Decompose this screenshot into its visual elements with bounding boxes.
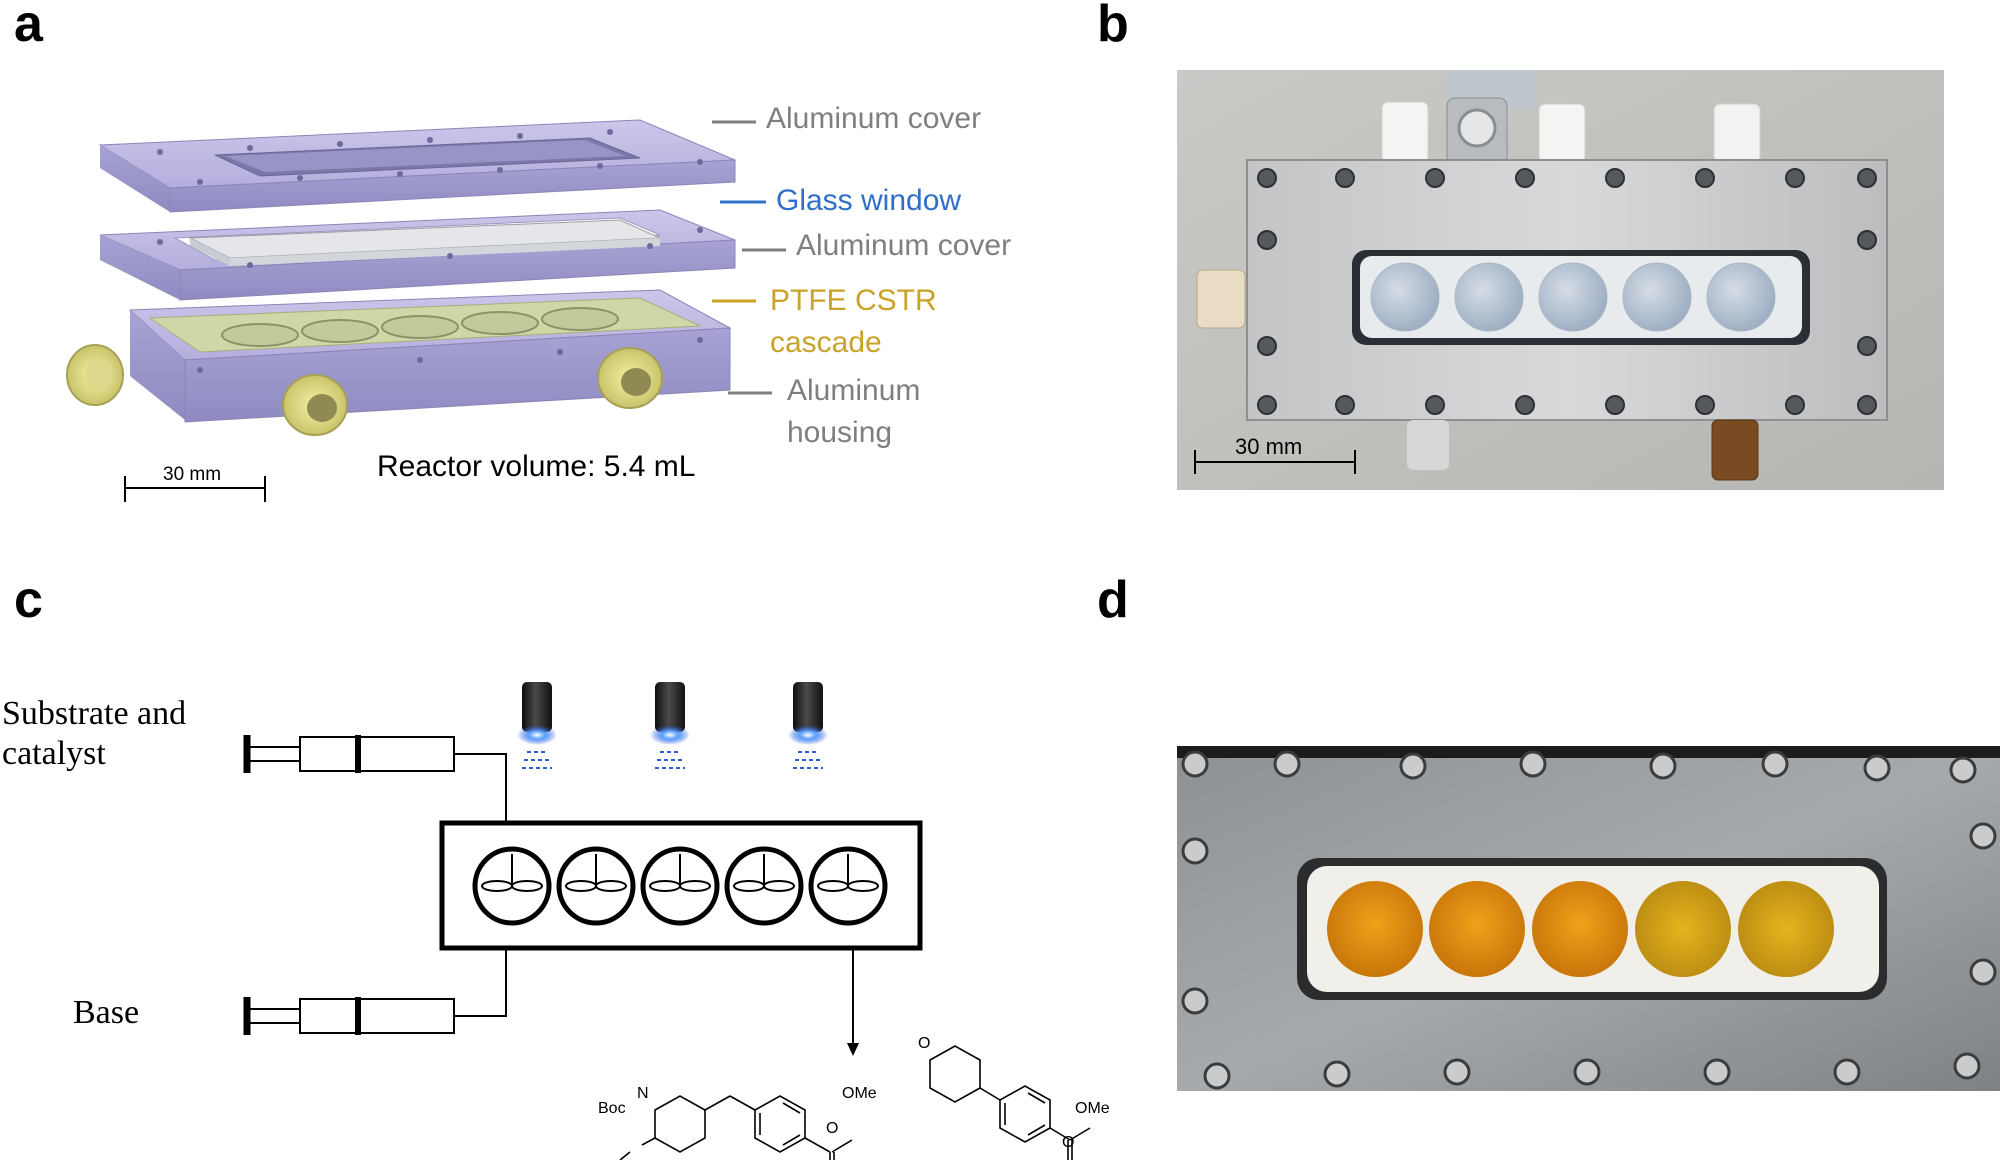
- panel-label-b: b: [1097, 0, 1129, 53]
- label-base: Base: [73, 994, 140, 1031]
- mol1-boc: Boc: [598, 1100, 626, 1117]
- fitting-knob: [66, 344, 124, 406]
- mol1-n: N: [637, 1085, 649, 1102]
- syringe-base: [243, 948, 507, 1035]
- fitting-knob: [597, 347, 663, 409]
- reactor-volume: Reactor volume: 5.4 mL: [377, 450, 696, 483]
- label-aluminum-housing-2: housing: [787, 416, 893, 449]
- led-light-2: [650, 682, 690, 769]
- label-cascade: cascade: [770, 326, 882, 359]
- mol1-ome: OMe: [842, 1085, 877, 1102]
- scale-bar-a: [124, 476, 266, 502]
- reactor-photo: [1177, 70, 1944, 490]
- glass-window: [188, 219, 661, 266]
- flow-schematic: [243, 682, 1091, 1160]
- panel-label-c: c: [14, 571, 43, 629]
- syringe-substrate: [243, 735, 507, 822]
- label-glass-window: Glass window: [776, 184, 962, 217]
- aluminum-housing: [66, 289, 732, 436]
- aluminum-cover-top: [98, 119, 736, 213]
- led-light-3: [788, 682, 828, 769]
- cstr-vessels: [472, 846, 888, 926]
- mol2-ome: OMe: [1075, 1100, 1110, 1117]
- fitting-knob: [282, 374, 348, 436]
- label-aluminum-housing-1: Aluminum: [787, 374, 921, 407]
- mol2-o: O: [1062, 1134, 1075, 1151]
- label-catalyst: catalyst: [2, 735, 106, 772]
- product-molecule-2: [929, 1045, 1091, 1160]
- scale-bar-label-a: 30 mm: [163, 464, 222, 485]
- mol1-o: O: [826, 1120, 839, 1137]
- mol2-o-ring: O: [918, 1035, 931, 1052]
- led-light-1: [517, 682, 557, 769]
- label-aluminum-cover-middle: Aluminum cover: [796, 229, 1012, 262]
- label-aluminum-cover-top: Aluminum cover: [766, 102, 982, 135]
- product-molecule-1: [619, 1095, 853, 1160]
- label-ptfe-cstr: PTFE CSTR: [770, 284, 937, 317]
- panel-label-d: d: [1097, 571, 1129, 629]
- cstr-reactor-box: [439, 820, 923, 951]
- scale-bar-label-b: 30 mm: [1235, 434, 1303, 459]
- output-arrow: [847, 948, 859, 1056]
- reactor-exploded-render: [66, 119, 786, 502]
- reactor-photo-orange: [1177, 746, 2000, 1091]
- panel-label-a: a: [14, 0, 43, 53]
- label-substrate-and: Substrate and: [2, 695, 187, 732]
- scale-bar-b: [1194, 450, 1356, 474]
